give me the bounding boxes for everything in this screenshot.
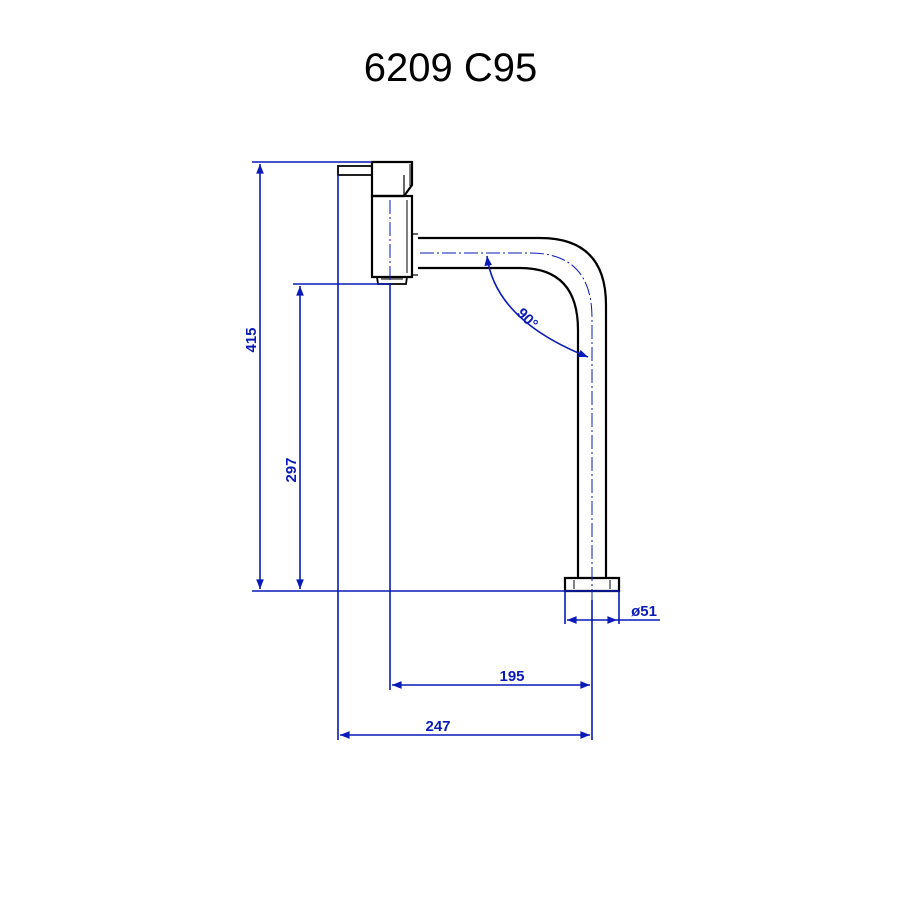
dim-arc-90 (484, 255, 589, 358)
dim-label-195: 195 (499, 668, 524, 685)
faucet-outline (337, 160, 621, 593)
dim-label-415: 415 (243, 327, 260, 352)
drawing-title: 6209 C95 (363, 46, 538, 90)
aerator (375, 276, 409, 285)
lever-handle (337, 165, 373, 176)
dim-label-90: 90° (513, 305, 541, 333)
dim-label-247: 247 (425, 718, 450, 735)
faucet-body (370, 194, 414, 279)
faucet-head (370, 160, 414, 198)
dimension-lines (252, 161, 660, 740)
dim-label-297: 297 (283, 457, 300, 482)
spout-inner (418, 266, 580, 578)
centerlines (389, 200, 593, 600)
dim-label-51: ø51 (631, 603, 657, 620)
spout-outer (418, 236, 608, 578)
